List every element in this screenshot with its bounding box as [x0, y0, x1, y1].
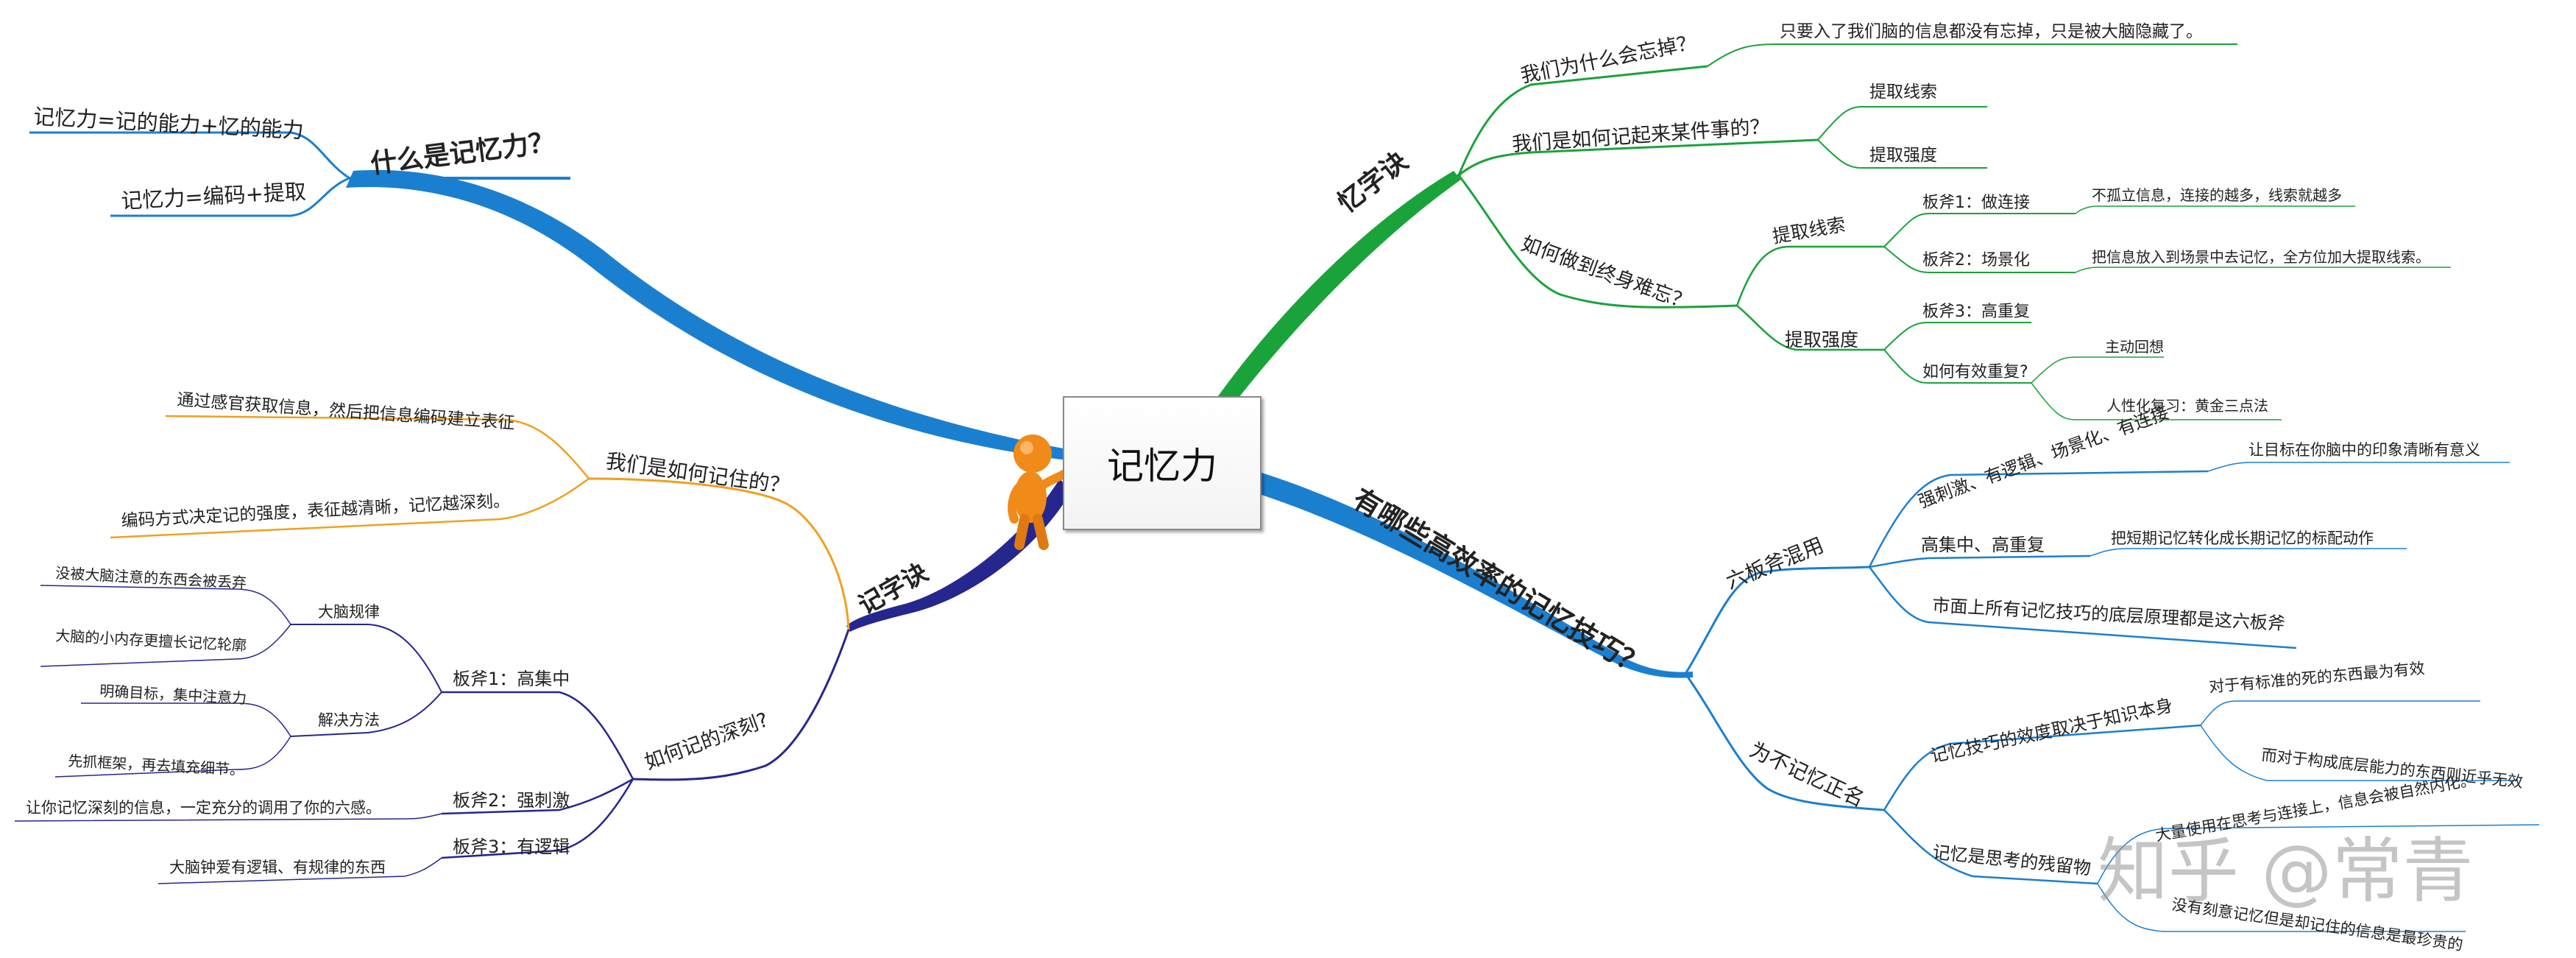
recall-q3-cue: 提取线索 [1771, 214, 1847, 247]
central-topic: 记忆力 [1063, 396, 1262, 530]
branch-memorize-connector [846, 479, 1071, 632]
techniques-name-a1: 对于有标准的死的东西最为有效 [2208, 659, 2425, 696]
techniques-name-b2-line [2097, 883, 2466, 932]
techniques-six-a-note-line [2207, 462, 2510, 472]
central-topic-label: 记忆力 [1107, 445, 1217, 487]
branch-techniques-connector [1257, 471, 1693, 678]
recall-q3-strength: 提取强度 [1785, 329, 1858, 351]
recall-effective: 如何有效重复? [1922, 363, 2028, 381]
techniques-six-b: 高集中、高重复 [1921, 535, 2045, 555]
memorize-deep: 如何记的深刻? [642, 708, 771, 774]
recall-q3-strength-connector [1736, 305, 1884, 351]
memorize-axe3: 板斧3：有逻辑 [453, 837, 570, 857]
memorize-how: 我们是如何记住的？ [604, 448, 791, 499]
memorize-axe2: 板斧2：强刺激 [453, 790, 570, 811]
memorize-axe1-connector [442, 691, 634, 780]
memorize-brain-b: 大脑的小内存更擅长记忆轮廓 [55, 627, 247, 655]
memorize-axe3-connector [441, 778, 634, 859]
watermark: 知乎 @常青 [2098, 830, 2474, 912]
recall-effective-line [1883, 349, 2031, 384]
what-item-2: 记忆力=编码+提取 [121, 179, 307, 214]
recall-axe1-line [1883, 213, 2076, 247]
techniques-name-a2: 而对于构成底层能力的东西则近乎无效 [2260, 746, 2524, 791]
memorize-axe1: 板斧1：高集中 [453, 669, 570, 689]
memorize-how-a: 通过感官获取信息，然后把信息编码建立表征 [177, 390, 516, 433]
recall-q2-strength: 提取强度 [1869, 146, 1937, 165]
recall-q1: 我们为什么会忘掉？ [1518, 31, 1698, 88]
recall-axe2: 板斧2：场景化 [1922, 251, 2030, 270]
recall-q1-note: 只要入了我们脑的信息都没有忘掉，只是被大脑隐藏了。 [1780, 22, 2203, 41]
recall-q2: 我们是如何记起来某件事的？ [1511, 116, 1770, 156]
recall-axe1: 板斧1：做连接 [1922, 194, 2030, 212]
what-title: 什么是记忆力？ [369, 127, 556, 180]
memorize-deep-connector [632, 629, 850, 781]
memorize-brain-b-line [40, 624, 291, 667]
what-child-connector-1 [29, 131, 350, 180]
techniques-six-b-line [1869, 554, 2091, 568]
memorize-how-a-line [165, 415, 590, 479]
recall-spaced-line [2031, 382, 2282, 420]
memorize-solve: 解决方法 [318, 711, 380, 729]
recall-spaced: 人性化复习：黄金三点法 [2106, 397, 2268, 415]
memorize-axe2-note-line [14, 813, 442, 822]
memorize-solve-a-line [81, 702, 291, 737]
techniques-name-b-line [1883, 809, 2098, 885]
what-item-1: 记忆力=记的能力+忆的能力 [33, 104, 305, 143]
techniques-name-a-line [1883, 724, 2201, 811]
techniques-six-b-note: 把短期记忆转化成长期记忆的标配动作 [2111, 529, 2374, 547]
techniques-six: 六板斧混用 [1722, 532, 1827, 594]
memorize-solve-b-line [54, 736, 291, 778]
recall-q2-cue-line [1817, 106, 1987, 141]
techniques-name-b1-line [2097, 824, 2540, 884]
memorize-how-connector [588, 477, 850, 630]
techniques-name-connector [1684, 673, 1885, 811]
recall-q1-connector [1457, 65, 1708, 176]
recall-active-line [2031, 356, 2164, 384]
recall-axe2-note-line [2075, 267, 2451, 273]
techniques-six-a-line [1868, 470, 2209, 568]
recall-q2-strength-line [1817, 139, 1987, 169]
techniques-name-a2-line [2200, 725, 2517, 781]
techniques-six-a: 强刺激、有逻辑、场景化、有连接 [1915, 402, 2171, 512]
recall-axe2-line [1883, 246, 2076, 273]
recall-axe3: 板斧3：高重复 [1922, 303, 2030, 321]
recall-q3: 如何做到终身难忘？ [1518, 232, 1694, 314]
branch-recall-connector [1218, 171, 1461, 398]
techniques-six-c-line [1868, 566, 2297, 649]
techniques-six-b-note-line [2090, 548, 2407, 557]
recall-q3-connector [1457, 175, 1738, 309]
techniques-six-connector [1684, 566, 1870, 675]
recall-axe1-note-line [2075, 205, 2355, 214]
recall-active: 主动回想 [2105, 338, 2164, 356]
techniques-name: 为不记忆正名 [1746, 737, 1868, 811]
techniques-six-a-note: 让目标在你脑中的印象清晰有意义 [2248, 441, 2480, 459]
recall-q1-note-line [1707, 43, 2237, 67]
recall-q2-cue: 提取线索 [1869, 82, 1937, 102]
techniques-six-c: 市面上所有记忆技巧的底层原理都是这六板斧 [1932, 595, 2286, 634]
memorize-axe2-note: 让你记忆深刻的信息，一定充分的调用了你的六感。 [26, 799, 381, 817]
techniques-title: 有哪些高效率的记忆技巧？ [1347, 482, 1652, 683]
memorize-axe3-note: 大脑钟爱有逻辑、有规律的东西 [169, 859, 386, 876]
recall-axe2-note: 把信息放入到场景中去记忆，全方位加大提取线索。 [2092, 248, 2430, 266]
recall-q3-cue-connector [1735, 245, 1884, 306]
memorize-solve-b: 先抓框架，再去填充细节。 [68, 752, 245, 779]
techniques-name-b: 记忆是思考的残留物 [1931, 842, 2092, 878]
what-child-connector-2 [110, 177, 350, 217]
memorize-how-b-line [110, 477, 590, 539]
memorize-how-b: 编码方式决定记的强度，表征越清晰，记忆越深刻。 [121, 491, 511, 531]
memorize-axe2-connector [441, 778, 634, 815]
recall-q2-connector [1458, 138, 1819, 177]
recall-axe3-line [1883, 322, 2031, 351]
memorize-brain-connector [291, 624, 442, 693]
memorize-solve-connector [290, 691, 442, 737]
memorize-brain: 大脑规律 [318, 603, 380, 621]
techniques-name-a1-line [2200, 700, 2480, 726]
memorize-axe3-note-line [158, 857, 442, 884]
memorize-brain-a-line [40, 585, 291, 625]
recall-axe1-note: 不孤立信息，连接的越多，线索就越多 [2092, 186, 2342, 204]
